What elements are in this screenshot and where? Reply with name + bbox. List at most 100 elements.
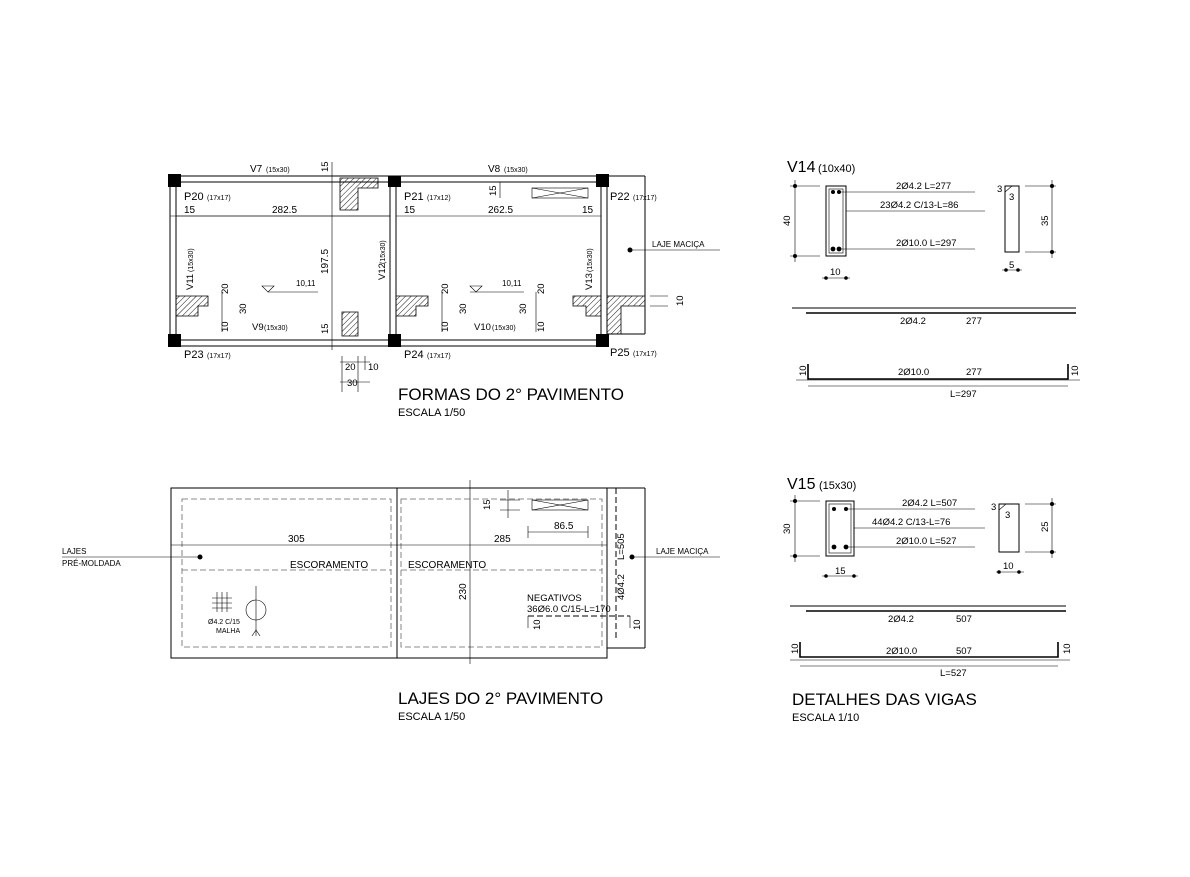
lajes-dim-86: 86.5 <box>554 521 574 532</box>
lajes-dim-505: L=505 <box>616 533 627 560</box>
v14-detail <box>790 180 1080 387</box>
beam-v7-dim: (15x30) <box>266 167 290 174</box>
v14-w10: 10 <box>830 267 841 278</box>
dim-10-c: 10 <box>536 321 547 332</box>
v14-hook-left: 10 <box>798 365 809 376</box>
negativos-spec: 36Ø6.0 C/15-L=170 <box>527 604 611 615</box>
lajes-pre-label-1: LAJES <box>62 547 86 556</box>
lajes-dim-230: 230 <box>458 583 469 600</box>
pillar-p22 <box>596 174 609 187</box>
lajes-dim-305: 305 <box>288 534 305 545</box>
pillar-p25-dim: (17x17) <box>633 351 657 358</box>
v15-detail <box>790 495 1070 667</box>
lajes-macica-label: LAJE MACIÇA <box>656 547 709 556</box>
dim-30-c: 30 <box>518 303 529 314</box>
dim-15-bot: 15 <box>320 323 331 334</box>
beam-v11-label: V11 <box>185 274 196 290</box>
dim-10-a: 10 <box>220 321 231 332</box>
formas-title: FORMAS DO 2° PAVIMENTO <box>398 385 624 404</box>
pillar-p21-label: P21 <box>404 191 424 203</box>
dim-15-top: 15 <box>320 161 331 172</box>
v15-long-bot-len: 507 <box>956 646 972 657</box>
v15-s25: 25 <box>1040 521 1051 532</box>
level-left: 10,11 <box>296 279 316 288</box>
malha-label: MALHA <box>216 628 240 635</box>
v15-name: V15 <box>787 476 816 493</box>
v15-total: L=527 <box>940 668 967 679</box>
dim-20-c: 20 <box>536 283 547 294</box>
beam-v11-dim: (15x30) <box>188 248 195 272</box>
dim-30-b: 30 <box>458 303 469 314</box>
v14-hook-right: 10 <box>1070 365 1081 376</box>
v14-h40: 40 <box>782 215 793 226</box>
pillar-p24-label: P24 <box>404 349 424 361</box>
v15-long-top: 2Ø4.2 <box>888 614 914 625</box>
dim-282: 282.5 <box>272 205 297 216</box>
formas-scale: ESCALA 1/50 <box>398 407 465 419</box>
beam-v10-dim: (15x30) <box>492 325 516 332</box>
malha-spec: Ø4.2 C/15 <box>208 619 240 626</box>
dim-262: 262.5 <box>488 205 513 216</box>
level-right: 10,11 <box>502 279 522 288</box>
beam-v8-label: V8 <box>488 164 501 175</box>
v14-dim: (10x40) <box>818 163 855 175</box>
v15-long-bot: 2Ø10.0 <box>886 646 917 657</box>
dim-20-bottom: 20 <box>345 362 356 373</box>
v14-bar-bot: 2Ø10.0 L=297 <box>896 238 956 249</box>
v15-h30: 30 <box>782 523 793 534</box>
pillar-p21-dim: (17x12) <box>427 195 451 202</box>
v14-name: V14 <box>787 159 816 176</box>
formas-plan <box>168 162 720 392</box>
v15-w15: 15 <box>835 566 846 577</box>
dim-15-box: 15 <box>488 185 499 196</box>
lajes-dim-15: 15 <box>482 499 493 510</box>
lajes-scale: ESCALA 1/50 <box>398 711 465 723</box>
dim-15-right: 15 <box>582 205 594 216</box>
beam-v9-label: V9 <box>252 322 264 333</box>
v15-s3b: 3 <box>1005 510 1010 521</box>
lajes-title: LAJES DO 2° PAVIMENTO <box>398 689 603 708</box>
v15-bar-bot: 2Ø10.0 L=527 <box>896 536 956 547</box>
pillar-p25 <box>596 334 609 347</box>
v14-long-bot-len: 277 <box>966 367 982 378</box>
lajes-plan <box>62 480 720 664</box>
detalhes-scale: ESCALA 1/10 <box>792 712 859 724</box>
v14-long-top: 2Ø4.2 <box>900 316 926 327</box>
beam-v13-dim: (15x30) <box>587 248 594 272</box>
pillar-p24-dim: (17x17) <box>427 353 451 360</box>
lajes-dim-10b: 10 <box>632 619 643 630</box>
v14-bar-top: 2Ø4.2 L=277 <box>896 181 951 192</box>
v14-total: L=297 <box>950 389 977 400</box>
pillar-p23-label: P23 <box>184 349 204 361</box>
beam-v12-label: V12 <box>377 263 388 280</box>
beam-v12-dim: (15x30) <box>380 240 387 264</box>
v14-s3a: 3 <box>997 184 1002 195</box>
lajes-bar-4: 4Ø4.2 <box>616 574 627 600</box>
v15-stirrups: 44Ø4.2 C/13-L=76 <box>872 517 950 528</box>
pillar-p22-dim: (17x17) <box>633 195 657 202</box>
v15-bar-top: 2Ø4.2 L=507 <box>902 498 957 509</box>
negativos-label: NEGATIVOS <box>527 593 582 604</box>
pillar-p23 <box>168 334 181 347</box>
dim-30-bottom: 30 <box>347 378 358 389</box>
v14-s5: 5 <box>1009 260 1014 271</box>
pillar-p22-label: P22 <box>610 191 630 203</box>
pillar-p25-label: P25 <box>610 347 630 359</box>
v15-hook-left: 10 <box>790 643 801 654</box>
pillar-p24 <box>388 334 401 347</box>
escoramento-left: ESCORAMENTO <box>290 560 368 571</box>
dim-15-mid: 15 <box>404 205 416 216</box>
dim-10-bottom: 10 <box>368 362 379 373</box>
v14-s3b: 3 <box>1009 192 1014 203</box>
pillar-p23-dim: (17x17) <box>207 353 231 360</box>
v15-long-top-len: 507 <box>956 614 972 625</box>
dim-15-left: 15 <box>184 205 196 216</box>
v14-long-bot: 2Ø10.0 <box>898 367 929 378</box>
beam-v7-label: V7 <box>250 164 263 175</box>
beam-v9-dim: (15x30) <box>264 325 288 332</box>
dim-30-a: 30 <box>238 303 249 314</box>
dim-10-right: 10 <box>675 295 686 306</box>
pillar-p21 <box>388 176 401 187</box>
pillar-p20-dim: (17x17) <box>207 195 231 202</box>
